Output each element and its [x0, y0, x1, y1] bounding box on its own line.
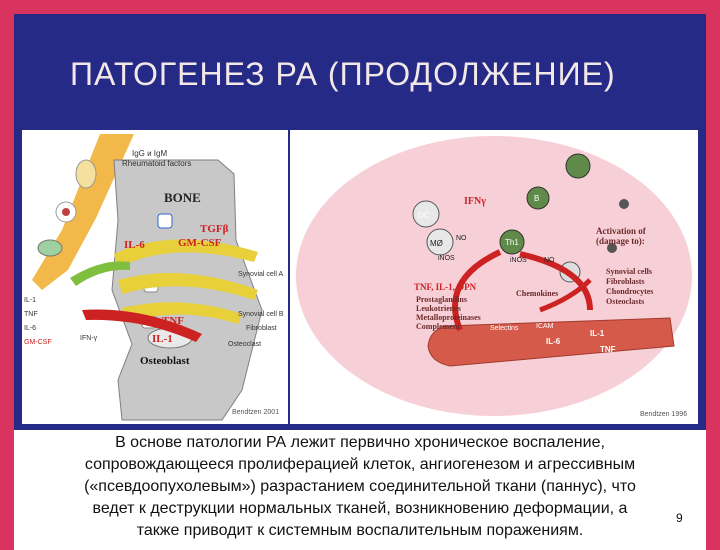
fibroblasts-label: Fibroblasts	[606, 277, 645, 286]
il6-side-label: IL-6	[24, 325, 36, 332]
arrow-yellow-icon	[122, 302, 242, 324]
joint-diagram: BONE IgG и IgM Rheumatoid factors TGFβ I…	[24, 134, 284, 421]
activation-label: Activation of	[596, 226, 647, 236]
osteoblast-label: Osteoblast	[140, 355, 190, 367]
bone-label: BONE	[164, 190, 201, 205]
no-label: NO	[456, 235, 467, 242]
il1-label: IL-1	[152, 333, 173, 345]
gmcsf-label: GM-CSF	[178, 237, 222, 249]
igg-igm-label: IgG и IgM	[132, 149, 167, 158]
dc-label: DC	[418, 211, 430, 220]
left-diagram-panel: BONE IgG и IgM Rheumatoid factors TGFβ I…	[22, 130, 288, 424]
caption-line-1: В основе патологии РА лежит первично хро…	[115, 434, 605, 451]
arrow-red-icon	[82, 309, 202, 342]
no-label-2: NO	[544, 257, 555, 264]
inflammation-disc	[296, 136, 692, 416]
rheumatoid-factors-label: Rheumatoid factors	[122, 159, 191, 168]
tnf-right-label: TNF	[600, 345, 616, 354]
synovial-cells-label: Synovial cells	[606, 267, 652, 276]
osteoclasts-label: Osteoclasts	[606, 297, 644, 306]
right-diagram-panel: IFNγ DC MØ NO iNOS Th1 iNOS NO B Activat…	[290, 130, 698, 424]
caption-line-4: ведет к деструкции нормальных тканей, во…	[92, 500, 628, 517]
ifn-label: IFN-γ	[80, 335, 98, 342]
tgf-label: TGFβ	[200, 223, 229, 235]
osteoclast-label: Osteoclast	[228, 341, 261, 348]
cell-icon	[157, 213, 173, 229]
plasma-cell-icon	[75, 159, 97, 189]
arrow-red-icon	[452, 249, 502, 332]
blood-vessel	[427, 317, 675, 367]
selectins-label: Selectins	[490, 325, 519, 332]
page-number: 9	[676, 511, 683, 525]
chemokines-label: Chemokines	[516, 289, 558, 298]
arrow-red-icon	[539, 278, 592, 313]
il6-label: IL-6	[124, 239, 145, 251]
slide-title: ПАТОГЕНЕЗ РА (ПРОДОЛЖЕНИЕ)	[70, 56, 616, 92]
star-icon	[619, 199, 629, 209]
th1-cell-icon	[499, 229, 525, 255]
b-cell-icon	[526, 186, 550, 210]
icam-label: ICAM	[536, 323, 554, 330]
right-credit: Bendtzen 1996	[640, 411, 687, 418]
synovial-cell-a-label: Synovial cell A	[238, 271, 283, 278]
nucleus-icon	[62, 208, 70, 216]
macrophage-cell-icon	[426, 228, 454, 256]
synovial-cell-b-label: Synovial cell B	[238, 311, 284, 318]
star-icon	[607, 243, 617, 253]
metalloproteinases-label: Metalloproteinases	[416, 313, 481, 322]
tnf-il1-opn-label: TNF, IL-1, OPN	[414, 282, 477, 292]
caption-text: В основе патологии РА лежит первично хро…	[14, 430, 706, 550]
fibroblast-label: Fibroblast	[246, 325, 277, 332]
il6-right-label: IL-6	[546, 337, 561, 346]
arrow-yellow-icon	[114, 239, 258, 268]
prostaglandins-label: Prostaglandins	[416, 295, 467, 304]
inos-label: iNOS	[438, 255, 455, 262]
gmcsf-side-label: GM-CSF	[24, 339, 52, 346]
macrophage-icon	[37, 239, 63, 257]
il1-right-label: IL-1	[590, 329, 605, 338]
ifn-gamma-label: IFNγ	[464, 196, 486, 207]
tnf-side-label: TNF	[24, 311, 38, 318]
chondrocytes-label: Chondrocytes	[606, 287, 653, 296]
arrow-red-icon	[519, 251, 593, 311]
il1-side-label: IL-1	[24, 297, 36, 304]
bone-shape	[111, 159, 263, 421]
arrow-green-icon	[70, 261, 130, 286]
caption-line-3: («псевдоопухолевым») разрастанием соедин…	[84, 478, 636, 495]
tnf-label: TNF	[162, 315, 184, 327]
mo-label: MØ	[430, 239, 443, 248]
dc-cell-icon	[412, 200, 440, 228]
inflammation-diagram: IFNγ DC MØ NO iNOS Th1 iNOS NO B Activat…	[296, 136, 692, 418]
caption-line-5: также приводит к системным воспалительны…	[136, 522, 584, 539]
inos-label-2: iNOS	[510, 257, 527, 264]
damage-to-label: (damage to):	[596, 236, 645, 246]
caption-line-2: сопровождающееся пролиферацией клеток, а…	[84, 456, 636, 473]
leukotrienes-label: Leukotrienes	[416, 304, 461, 313]
cell-top-icon	[565, 153, 591, 179]
arrow-yellow-icon	[118, 272, 258, 300]
th1-label: Th1	[505, 238, 519, 247]
left-credit: Bendtzen 2001	[232, 409, 279, 416]
complement-label: Complement	[416, 322, 460, 331]
b-label: B	[534, 194, 539, 203]
